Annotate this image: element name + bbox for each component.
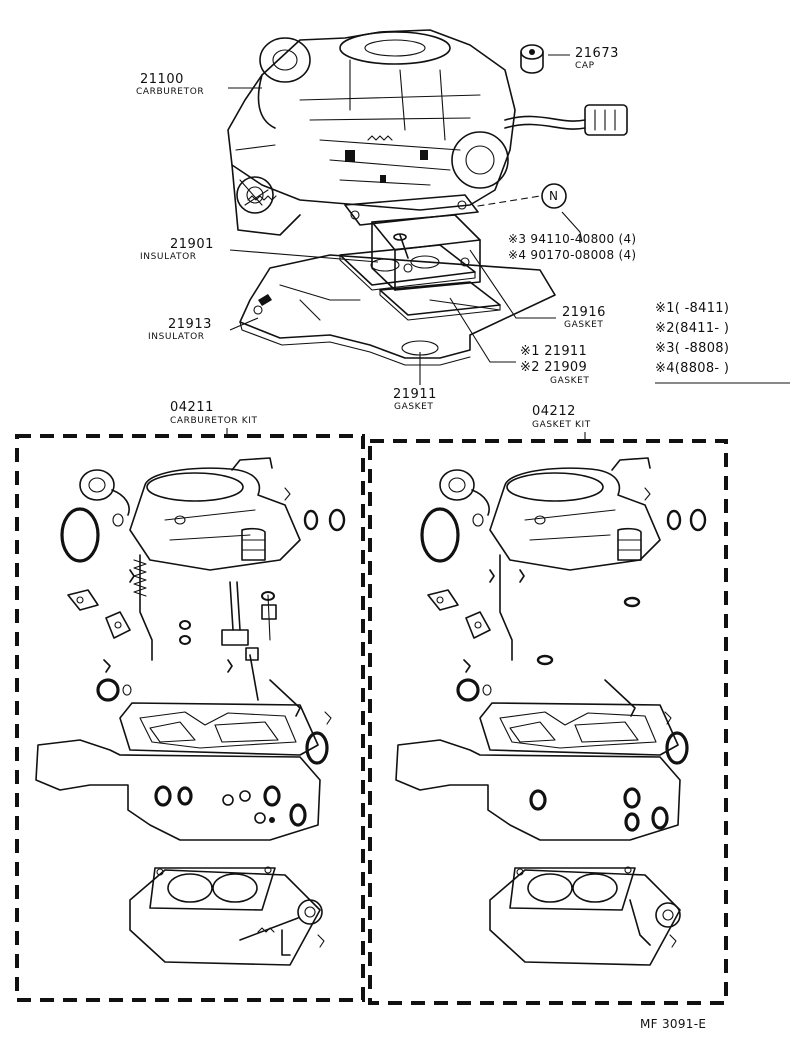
gasket-kit-name: GASKET KIT — [532, 420, 591, 430]
leader-lines — [228, 54, 583, 385]
figure-code: MF 3091-E — [640, 1017, 707, 1031]
date-note-3: ※3( -8808) — [655, 341, 730, 356]
bolt-part-2: ※4 90170-08008 (4) — [508, 248, 637, 262]
carburetor-part-number: 21100 — [140, 72, 184, 87]
carburetor-kit-number: 04211 — [170, 400, 214, 415]
gasket-21911-number: 21911 — [393, 387, 437, 402]
n-marker-circle — [541, 183, 567, 209]
carburetor-assembly-illustration — [227, 29, 628, 259]
gasket-variant-2: ※2 21909 — [520, 360, 588, 375]
gasket-21911-part — [379, 281, 501, 321]
date-note-4: ※4(8808- ) — [655, 361, 730, 376]
insulator-21913-name: INSULATOR — [148, 332, 205, 342]
bolt-part-1: ※3 94110-40800 (4) — [508, 232, 637, 246]
gasket-kit-box — [368, 439, 728, 1005]
insulator-21913-number: 21913 — [168, 317, 212, 332]
carburetor-kit-box — [15, 434, 365, 1002]
gasket-kit-parts-illustration — [395, 457, 707, 966]
cap-part-name: CAP — [575, 61, 595, 71]
insulator-21901-name: INSULATOR — [140, 252, 197, 262]
bolt-marker-label: N — [549, 189, 559, 203]
carburetor-part-name: CARBURETOR — [136, 87, 205, 97]
gasket-21916-number: 21916 — [562, 305, 606, 320]
gasket-variant-1: ※1 21911 — [520, 344, 588, 359]
insulator-21901-number: 21901 — [170, 237, 214, 252]
insulator-21913-part — [239, 254, 556, 366]
gasket-21916-name: GASKET — [564, 320, 604, 330]
gasket-kit-number: 04212 — [532, 404, 576, 419]
date-note-2: ※2(8411- ) — [655, 321, 730, 336]
gasket-variant-name: GASKET — [550, 376, 590, 386]
gasket-21911-name: GASKET — [394, 402, 434, 412]
carburetor-kit-name: CARBURETOR KIT — [170, 416, 258, 426]
cap-part — [520, 44, 544, 74]
cap-part-number: 21673 — [575, 46, 619, 61]
carburetor-kit-parts-illustration — [35, 457, 346, 966]
date-note-1: ※1( -8411) — [655, 301, 730, 316]
